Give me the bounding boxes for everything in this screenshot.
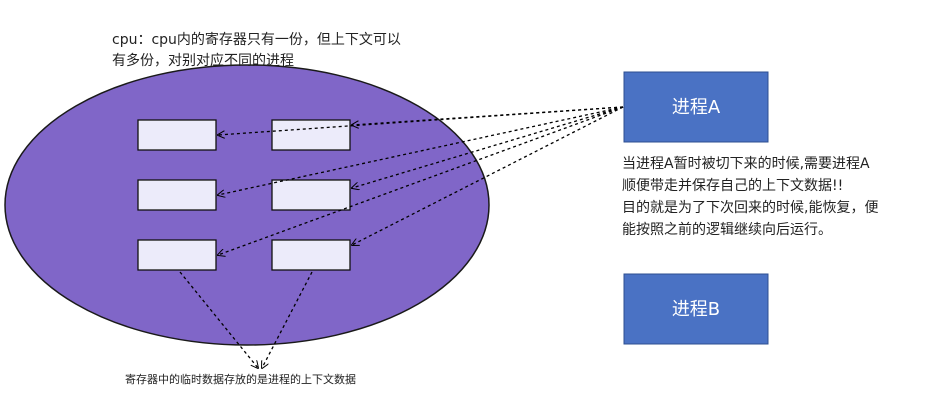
arrow-to-caption-left	[179, 271, 258, 368]
register-box-3-1	[137, 239, 217, 271]
process-note-line-4: 能按照之前的逻辑继续向后运行。	[622, 222, 832, 238]
process-a-box: 进程A	[623, 71, 769, 143]
process-note-line-3: 目的就是为了下次回来的时候,能恢复，便	[622, 200, 879, 216]
save-context-arrows	[179, 106, 624, 368]
register-caption: 寄存器中的临时数据存放的是进程的上下文数据	[125, 373, 356, 386]
cpu-note: cpu：cpu内的寄存器只有一份，但上下文可以有多份，对别对应不同的进程	[112, 32, 401, 69]
process-b-label: 进程B	[672, 299, 720, 320]
register-box-1-2	[271, 119, 351, 151]
process-b-box: 进程B	[623, 273, 769, 345]
register-box-2-2	[271, 179, 351, 211]
cpu-ellipse	[4, 64, 490, 346]
register-box-1-1	[137, 119, 217, 151]
arrow-to-caption-right	[262, 271, 313, 368]
arrow-to-register-3-2	[352, 106, 624, 245]
process-a-label: 进程A	[672, 97, 721, 118]
process-switch-note: 当进程A暂时被切下来的时候,需要进程A 顺便带走并保存自己的上下文数据!! 目的…	[622, 153, 922, 241]
process-note-line-2: 顺便带走并保存自己的上下文数据!!	[622, 178, 844, 194]
arrow-to-register-2-2	[352, 106, 624, 188]
process-note-line-1: 当进程A暂时被切下来的时候,需要进程A	[622, 156, 870, 172]
register-box-2-1	[137, 179, 217, 211]
register-box-3-2	[271, 239, 351, 271]
